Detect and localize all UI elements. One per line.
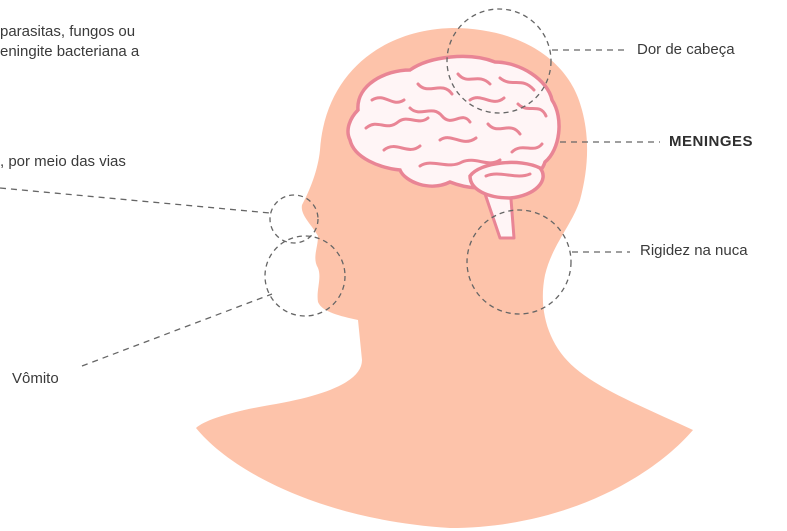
label-vomit: Vômito — [12, 369, 59, 388]
cropped-text-top-1: parasitas, fungos ou — [0, 22, 135, 41]
cropped-text-top-2: eningite bacteriana a — [0, 42, 139, 61]
brain-cerebellum — [470, 162, 543, 198]
label-headache: Dor de cabeça — [637, 40, 735, 59]
cropped-text-mid: , por meio das vias — [0, 152, 126, 171]
label-meninges: MENINGES — [669, 132, 753, 151]
label-stiff-neck: Rigidez na nuca — [640, 241, 748, 260]
